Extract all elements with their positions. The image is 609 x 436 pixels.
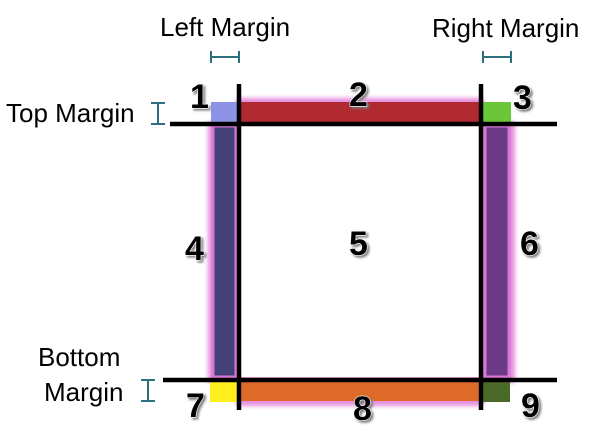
bottom-margin-label-line2: Margin bbox=[44, 377, 123, 407]
region-5 bbox=[241, 126, 479, 377]
left-margin-label: Left Margin bbox=[160, 12, 290, 42]
region-number-1: 1 bbox=[190, 78, 209, 116]
region-3 bbox=[482, 102, 511, 124]
region-number-9: 9 bbox=[521, 387, 540, 425]
top-margin-label: Top Margin bbox=[6, 98, 135, 128]
region-7 bbox=[210, 382, 238, 402]
left-margin-marker-icon bbox=[210, 51, 240, 63]
region-6 bbox=[483, 124, 511, 379]
margin-markers bbox=[141, 51, 512, 402]
margin-grid-lines bbox=[163, 84, 557, 410]
region-8 bbox=[241, 382, 479, 401]
region-number-2: 2 bbox=[349, 76, 368, 114]
region-number-5: 5 bbox=[349, 225, 368, 263]
region-number-4: 4 bbox=[185, 230, 204, 268]
right-margin-label: Right Margin bbox=[432, 13, 579, 43]
region-2 bbox=[241, 102, 479, 123]
region-number-7: 7 bbox=[186, 387, 205, 425]
region-number-3: 3 bbox=[513, 79, 532, 117]
region-4 bbox=[211, 124, 238, 379]
bottom-margin-marker-icon bbox=[141, 379, 155, 402]
region-9 bbox=[482, 382, 510, 402]
region-number-6: 6 bbox=[520, 225, 539, 263]
bottom-margin-label-line1: Bottom bbox=[38, 342, 120, 372]
region-1 bbox=[211, 102, 239, 124]
region-number-8: 8 bbox=[353, 390, 372, 428]
top-margin-marker-icon bbox=[151, 102, 165, 125]
right-margin-marker-icon bbox=[482, 51, 512, 63]
